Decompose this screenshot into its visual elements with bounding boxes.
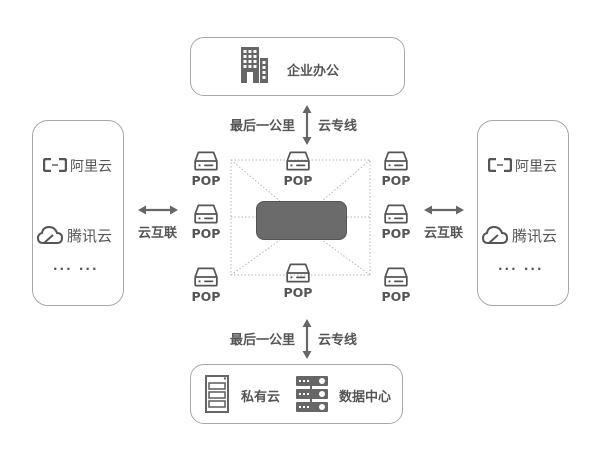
right-public-cloud-box: 阿里云 腾讯云 ··· ··· — [477, 120, 569, 306]
enterprise-office-box: 企业办公 — [190, 37, 405, 96]
right-aliyun-label: 阿里云 — [515, 159, 557, 175]
pop-node: POP — [186, 266, 226, 304]
pop-server-icon — [285, 262, 311, 284]
pop-server-icon — [193, 203, 219, 225]
right-more-ellipsis: ··· ··· — [498, 262, 544, 276]
pop-server-icon — [383, 150, 409, 172]
database-server-icon — [296, 376, 328, 412]
left-aliyun-label: 阿里云 — [70, 159, 112, 175]
left-tencent-label: 腾讯云 — [67, 227, 113, 245]
left-cloud-interconnect-label: 云互联 — [138, 226, 178, 241]
pop-node: POP — [186, 150, 226, 188]
bottom-last-mile-label: 最后一公里 — [230, 333, 296, 348]
right-cloud-interconnect-label: 云互联 — [424, 226, 464, 241]
pop-server-icon — [383, 266, 409, 288]
datacenter-label: 数据中心 — [339, 390, 392, 405]
pop-node: POP — [278, 150, 318, 188]
enterprise-office-label: 企业办公 — [287, 64, 340, 79]
right-tencent-label: 腾讯云 — [512, 227, 558, 245]
server-rack-icon — [205, 375, 229, 413]
top-last-mile-label: 最后一公里 — [230, 119, 296, 134]
office-building-icon — [241, 47, 268, 83]
pop-server-icon — [193, 266, 219, 288]
pop-server-icon — [193, 150, 219, 172]
pop-node: POP — [376, 150, 416, 188]
pop-node: POP — [376, 266, 416, 304]
bottom-dedicated-line-label: 云专线 — [318, 333, 358, 348]
private-cloud-label: 私有云 — [241, 390, 281, 405]
pop-server-icon — [285, 150, 311, 172]
private-datacenter-box: 私有云 数据中心 — [190, 364, 403, 424]
pop-server-icon — [383, 203, 409, 225]
core-network-backbone — [256, 201, 347, 240]
top-dedicated-line-label: 云专线 — [318, 119, 358, 134]
left-more-ellipsis: ··· ··· — [53, 262, 99, 276]
left-public-cloud-box: 阿里云 腾讯云 ··· ··· — [32, 120, 124, 306]
pop-node: POP — [186, 203, 226, 241]
pop-node: POP — [278, 262, 318, 300]
pop-node: POP — [376, 203, 416, 241]
